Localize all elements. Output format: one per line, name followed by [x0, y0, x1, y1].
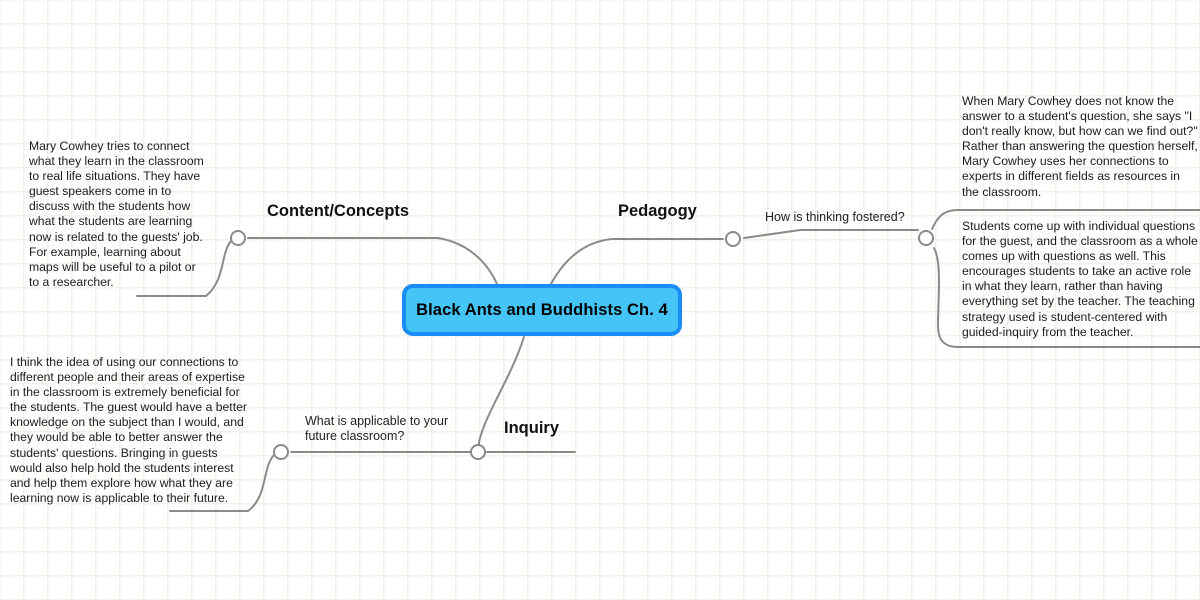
branch-label-content-concepts[interactable]: Content/Concepts: [267, 202, 410, 220]
central-topic-node[interactable]: Black Ants and Buddhists Ch. 4: [402, 284, 682, 336]
sub-label-what-is-applicable[interactable]: What is applicable to your future classr…: [305, 414, 449, 443]
note-pedagogy-thinking-fostered[interactable]: When Mary Cowhey does not know the answe…: [962, 94, 1198, 199]
branch-label-inquiry[interactable]: Inquiry: [504, 419, 560, 437]
note-content-concepts[interactable]: Mary Cowhey tries to connect what they l…: [29, 139, 204, 289]
note-pedagogy-student-questions[interactable]: Students come up with individual questio…: [962, 219, 1198, 339]
sub-label-how-is-thinking-fostered[interactable]: How is thinking fostered?: [765, 210, 905, 224]
branch-label-pedagogy[interactable]: Pedagogy: [618, 202, 697, 220]
central-topic-label: Black Ants and Buddhists Ch. 4: [416, 300, 668, 319]
note-inquiry-reflection[interactable]: I think the idea of using our connection…: [10, 355, 247, 505]
